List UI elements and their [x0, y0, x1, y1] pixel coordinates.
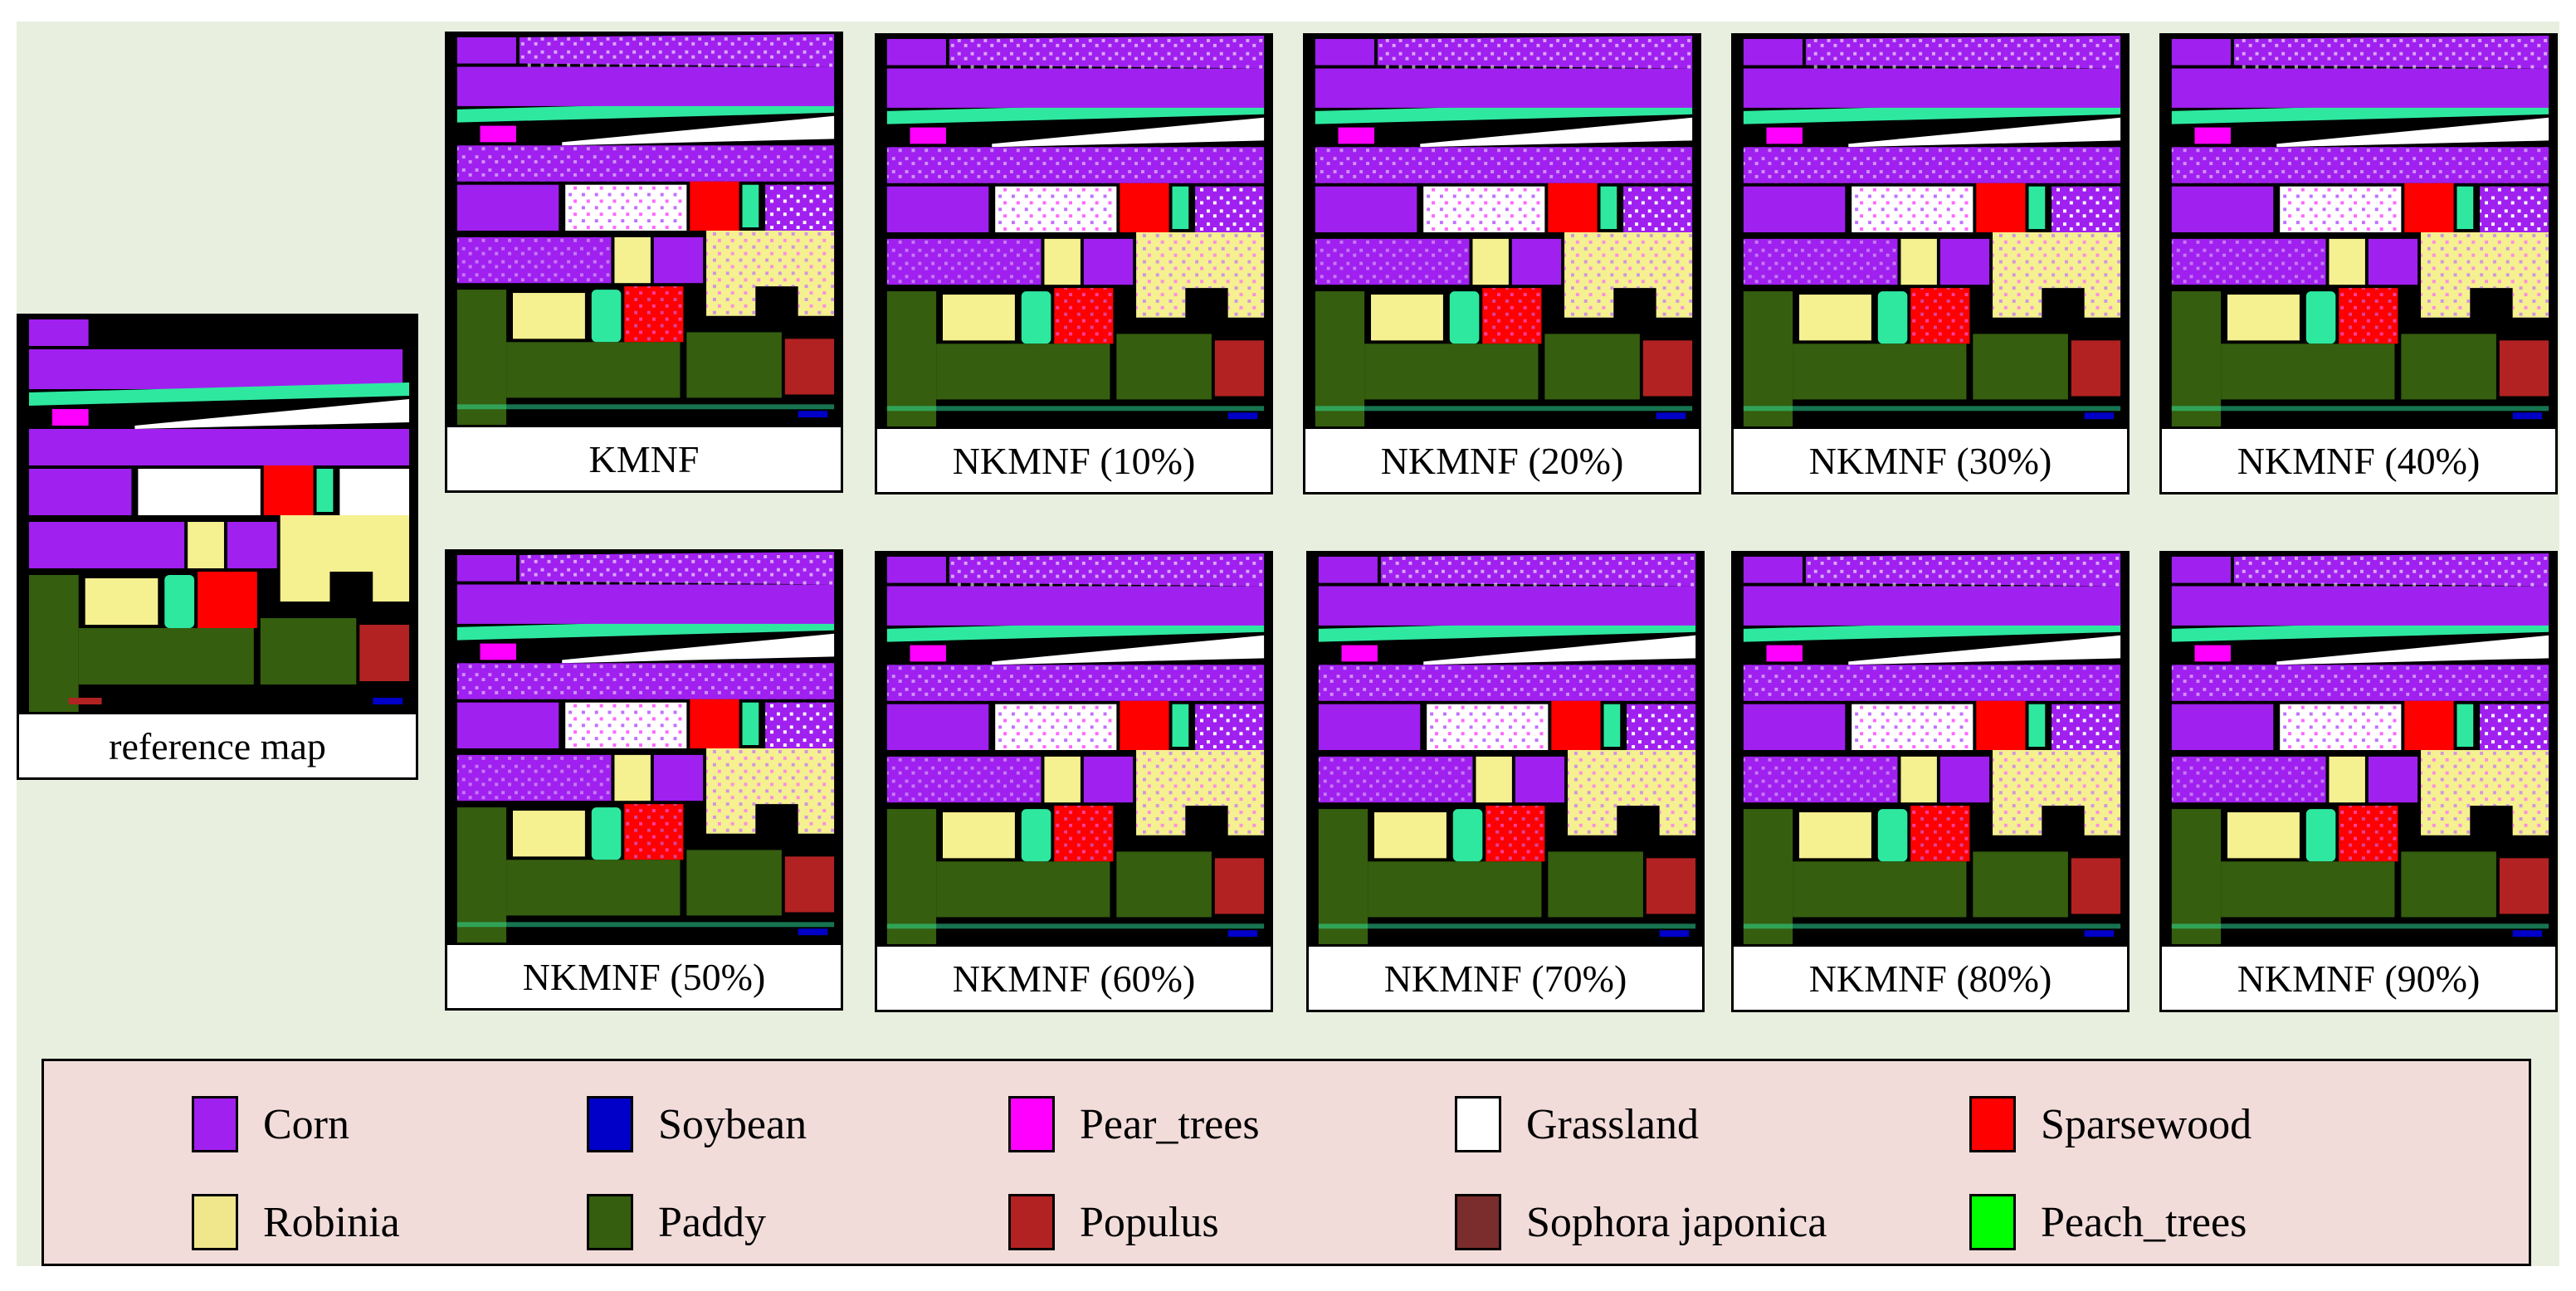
legend-swatch-robinia: [192, 1194, 238, 1250]
legend-item-robinia: Robinia: [192, 1189, 400, 1255]
nkmnf-40-panel: NKMNF (40%): [2159, 33, 2558, 494]
nkmnf-50-panel: NKMNF (50%): [445, 549, 843, 1011]
reference-map-caption: reference map: [19, 712, 416, 777]
nkmnf-30-panel: NKMNF (30%): [1731, 33, 2130, 494]
nkmnf-50-caption: NKMNF (50%): [447, 943, 841, 1008]
nkmnf-60-caption: NKMNF (60%): [877, 944, 1271, 1010]
legend-swatch-pear-trees: [1008, 1096, 1055, 1152]
legend-item-grassland: Grassland: [1455, 1091, 1699, 1157]
legend-swatch-corn: [192, 1096, 238, 1152]
legend-label-robinia: Robinia: [263, 1198, 400, 1246]
legend-item-paddy: Paddy: [587, 1189, 766, 1255]
legend-item-corn: Corn: [192, 1091, 349, 1157]
nkmnf-40-caption: NKMNF (40%): [2162, 426, 2555, 492]
nkmnf-90-panel: NKMNF (90%): [2159, 551, 2558, 1012]
legend-swatch-peach-trees: [1969, 1194, 2016, 1250]
legend-item-sparsewood: Sparsewood: [1969, 1091, 2252, 1157]
nkmnf-80-panel: NKMNF (80%): [1731, 551, 2130, 1012]
nkmnf-70-map-image: [1309, 553, 1702, 947]
nkmnf-60-map-image: [877, 553, 1271, 947]
nkmnf-90-map-image: [2162, 553, 2555, 947]
nkmnf-80-map-image: [1734, 553, 2127, 947]
legend-label-sparsewood: Sparsewood: [2041, 1100, 2252, 1148]
legend-label-grassland: Grassland: [1526, 1100, 1699, 1148]
nkmnf-70-panel: NKMNF (70%): [1306, 551, 1705, 1012]
nkmnf-10-panel: NKMNF (10%): [875, 33, 1273, 494]
kmnf-caption: KMNF: [447, 425, 841, 490]
nkmnf-30-caption: NKMNF (30%): [1734, 426, 2127, 492]
legend-label-corn: Corn: [263, 1100, 349, 1148]
nkmnf-60-panel: NKMNF (60%): [875, 551, 1273, 1012]
nkmnf-20-caption: NKMNF (20%): [1305, 426, 1699, 492]
nkmnf-10-caption: NKMNF (10%): [877, 426, 1271, 492]
nkmnf-10-map-image: [877, 36, 1271, 429]
legend-item-peach-trees: Peach_trees: [1969, 1189, 2247, 1255]
legend-label-sophora-japonica: Sophora japonica: [1526, 1198, 1827, 1246]
legend-label-soybean: Soybean: [658, 1100, 807, 1148]
legend-item-pear-trees: Pear_trees: [1008, 1091, 1260, 1157]
legend-swatch-soybean: [587, 1096, 633, 1152]
reference-map-panel: reference map: [17, 314, 418, 780]
legend: Corn Soybean Pear_trees Grassland Sparse…: [41, 1059, 2531, 1266]
nkmnf-80-caption: NKMNF (80%): [1734, 944, 2127, 1010]
legend-item-soybean: Soybean: [587, 1091, 807, 1157]
legend-swatch-sparsewood: [1969, 1096, 2016, 1152]
nkmnf-20-map-image: [1305, 36, 1699, 429]
reference-map-image: [19, 316, 416, 714]
legend-swatch-populus: [1008, 1194, 1055, 1250]
nkmnf-40-map-image: [2162, 36, 2555, 429]
legend-swatch-grassland: [1455, 1096, 1501, 1152]
nkmnf-30-map-image: [1734, 36, 2127, 429]
legend-label-populus: Populus: [1080, 1198, 1219, 1246]
nkmnf-20-panel: NKMNF (20%): [1303, 33, 1701, 494]
kmnf-panel: KMNF: [445, 32, 843, 493]
legend-label-pear-trees: Pear_trees: [1080, 1100, 1260, 1148]
legend-label-paddy: Paddy: [658, 1198, 766, 1246]
legend-item-populus: Populus: [1008, 1189, 1219, 1255]
kmnf-map-image: [447, 34, 841, 427]
legend-item-sophora-japonica: Sophora japonica: [1455, 1189, 1827, 1255]
nkmnf-90-caption: NKMNF (90%): [2162, 944, 2555, 1010]
nkmnf-50-map-image: [447, 552, 841, 945]
nkmnf-70-caption: NKMNF (70%): [1309, 944, 1702, 1010]
legend-label-peach-trees: Peach_trees: [2041, 1198, 2247, 1246]
legend-swatch-paddy: [587, 1194, 633, 1250]
legend-swatch-sophora-japonica: [1455, 1194, 1501, 1250]
